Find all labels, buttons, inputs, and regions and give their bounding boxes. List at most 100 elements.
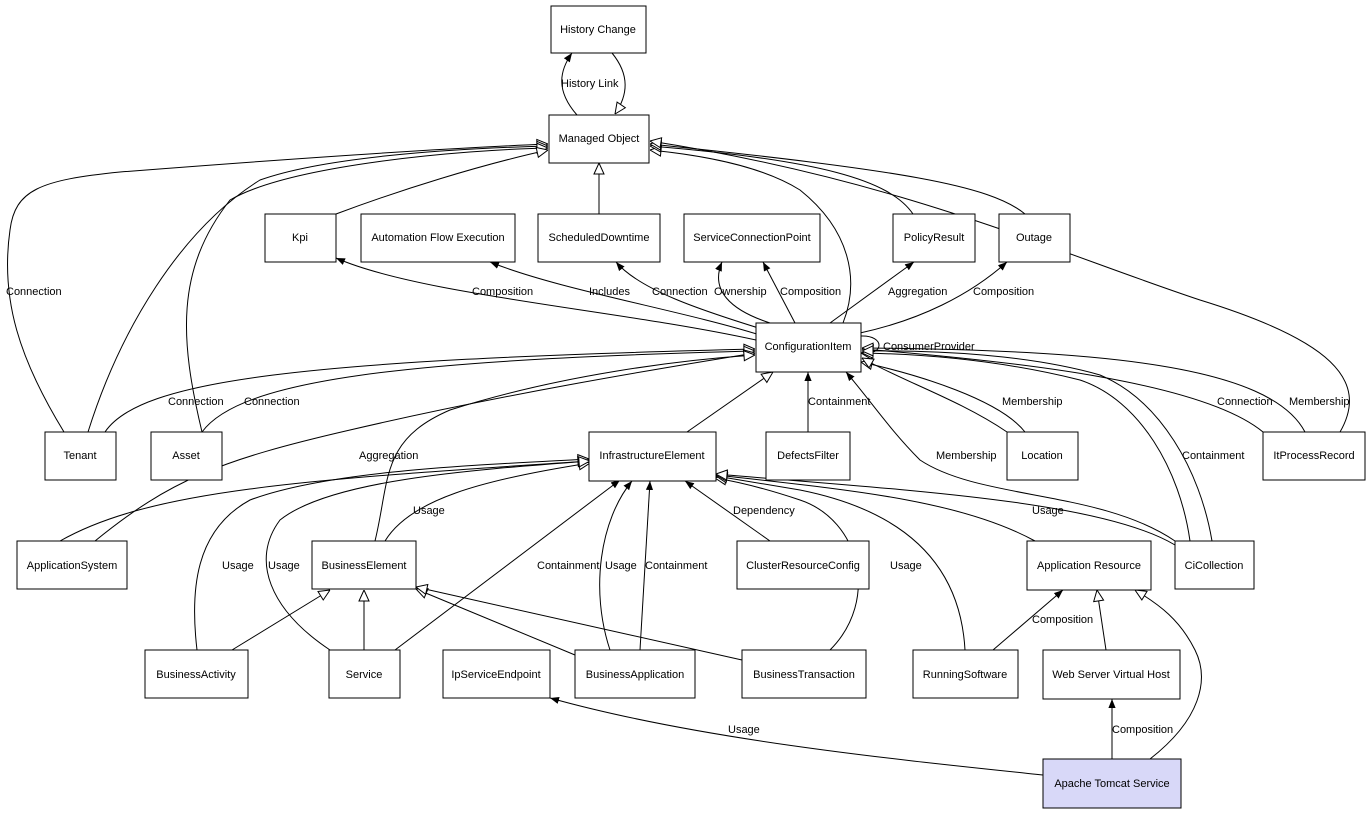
node-it-process-record[interactable]: ItProcessRecord — [1262, 431, 1366, 481]
node-business-application-label: BusinessApplication — [586, 669, 684, 681]
edge-ci-kpi — [335, 257, 757, 341]
edge-outage-managedobject — [650, 144, 1026, 215]
node-ip-service-endpoint[interactable]: IpServiceEndpoint — [442, 649, 551, 699]
node-configuration-item[interactable]: ConfigurationItem — [755, 322, 862, 373]
node-business-activity[interactable]: BusinessActivity — [144, 649, 249, 699]
node-business-application[interactable]: BusinessApplication — [574, 649, 696, 699]
edge-rs-ar — [992, 589, 1064, 651]
node-service[interactable]: Service — [328, 649, 401, 699]
node-running-software[interactable]: RunningSoftware — [912, 649, 1019, 699]
edge-history-link-return — [611, 52, 625, 114]
edge-ats-ar — [1135, 590, 1202, 760]
label-composition-scp: Composition — [780, 286, 841, 298]
node-ip-service-endpoint-label: IpServiceEndpoint — [451, 669, 540, 681]
node-defects-filter[interactable]: DefectsFilter — [765, 431, 851, 481]
edge-bapp-ie-cont — [639, 480, 654, 651]
label-usage-bt-ie: Usage — [890, 560, 922, 572]
node-cluster-resource-config[interactable]: ClusterResourceConfig — [736, 540, 870, 590]
edge-service-ie-usage — [265, 461, 590, 651]
node-web-server-virtual-host[interactable]: Web Server Virtual Host — [1042, 649, 1181, 700]
node-business-element[interactable]: BusinessElement — [311, 540, 417, 590]
label-dependency-crc: Dependency — [733, 505, 795, 517]
node-application-system-label: ApplicationSystem — [27, 560, 118, 572]
edge-cicol-ci-memb — [845, 371, 1176, 542]
node-managed-object[interactable]: Managed Object — [548, 114, 650, 164]
label-membership-cicol: Membership — [936, 450, 997, 462]
edge-ci-sd — [615, 261, 766, 331]
edges — [7, 52, 1350, 776]
edge-bapp-ie-usage — [599, 480, 633, 651]
edge-ci-managedobject — [650, 150, 852, 324]
node-outage-label: Outage — [1016, 232, 1052, 244]
edge-bact-be — [231, 590, 330, 651]
node-scheduled-downtime[interactable]: ScheduledDowntime — [537, 213, 661, 263]
node-history-change-label: History Change — [560, 24, 636, 36]
label-containment-cicol: Containment — [1182, 450, 1244, 462]
node-tenant[interactable]: Tenant — [44, 431, 117, 481]
node-automation-flow-execution-label: Automation Flow Execution — [371, 232, 504, 244]
node-history-change[interactable]: History Change — [550, 5, 647, 54]
label-connection-tenant-mo: Connection — [6, 286, 62, 298]
node-service-connection-point[interactable]: ServiceConnectionPoint — [683, 213, 821, 263]
label-ownership-scp: Ownership — [714, 286, 767, 298]
node-business-transaction-label: BusinessTransaction — [753, 669, 855, 681]
edge-location-ci — [861, 362, 1026, 433]
node-application-system[interactable]: ApplicationSystem — [16, 540, 128, 590]
node-business-transaction[interactable]: BusinessTransaction — [741, 649, 867, 699]
node-business-activity-label: BusinessActivity — [156, 669, 236, 681]
label-composition-rs-ar: Composition — [1032, 614, 1093, 626]
edge-cicol2-ci — [862, 351, 1213, 542]
label-usage-service-ie: Usage — [268, 560, 300, 572]
edge-asset-ci — [201, 351, 755, 433]
node-service-connection-point-label: ServiceConnectionPoint — [693, 232, 810, 244]
edge-ci-pr — [829, 261, 915, 324]
edge-asset-managedobject — [185, 148, 548, 433]
node-running-software-label: RunningSoftware — [923, 669, 1007, 681]
label-connection-sd: Connection — [652, 286, 708, 298]
node-apache-tomcat-service[interactable]: Apache Tomcat Service — [1042, 758, 1182, 809]
label-composition-outage: Composition — [973, 286, 1034, 298]
label-membership-location: Membership — [1002, 396, 1063, 408]
node-application-resource[interactable]: Application Resource — [1026, 540, 1152, 591]
edge-itpr-managedobject — [650, 141, 1350, 433]
label-membership-itpr: Membership — [1289, 396, 1350, 408]
node-automation-flow-execution[interactable]: Automation Flow Execution — [360, 213, 516, 263]
node-location[interactable]: Location — [1006, 431, 1079, 481]
edge-ar-ie — [716, 475, 1036, 542]
node-service-label: Service — [346, 669, 383, 681]
edge-location2-ci — [862, 358, 1008, 433]
edge-cicol-ci-cont — [862, 353, 1191, 542]
node-kpi-label: Kpi — [292, 232, 308, 244]
label-consumer-provider: ConsumerProvider — [883, 341, 975, 353]
edge-ci-outage — [859, 261, 1008, 334]
edge-ie-ci — [686, 372, 773, 433]
node-asset[interactable]: Asset — [150, 431, 223, 481]
edge-ci-scp-own — [715, 261, 771, 324]
label-composition-ats-wsvh: Composition — [1112, 724, 1173, 736]
node-scheduled-downtime-label: ScheduledDowntime — [549, 232, 650, 244]
edge-ats-ipse — [549, 696, 1044, 776]
label-composition-kpi: Composition — [472, 286, 533, 298]
edge-appsys-ci — [94, 353, 755, 542]
node-ci-collection[interactable]: CiCollection — [1174, 540, 1255, 590]
label-connection-itpr: Connection — [1217, 396, 1273, 408]
node-policy-result[interactable]: PolicyResult — [892, 213, 976, 263]
edge-bact-ie — [194, 459, 589, 651]
node-ci-collection-label: CiCollection — [1185, 560, 1244, 572]
nodes: History Change Managed Object Kpi Automa… — [16, 5, 1366, 809]
edge-wsvh-ar — [1097, 590, 1107, 651]
node-business-element-label: BusinessElement — [322, 560, 407, 572]
node-outage[interactable]: Outage — [998, 213, 1071, 263]
label-connection-tenant-ci: Connection — [168, 396, 224, 408]
node-tenant-label: Tenant — [63, 450, 96, 462]
label-usage-cicol-ie: Usage — [1032, 505, 1064, 517]
node-managed-object-label: Managed Object — [559, 133, 640, 145]
node-infrastructure-element[interactable]: InfrastructureElement — [588, 431, 717, 482]
node-apache-tomcat-service-label: Apache Tomcat Service — [1054, 778, 1169, 790]
edge-be-ci — [374, 355, 755, 542]
label-includes-afe: Includes — [589, 286, 630, 298]
edge-itpr-ci-memb — [862, 348, 1306, 433]
edge-be-ie — [384, 463, 590, 542]
node-kpi[interactable]: Kpi — [264, 213, 337, 263]
